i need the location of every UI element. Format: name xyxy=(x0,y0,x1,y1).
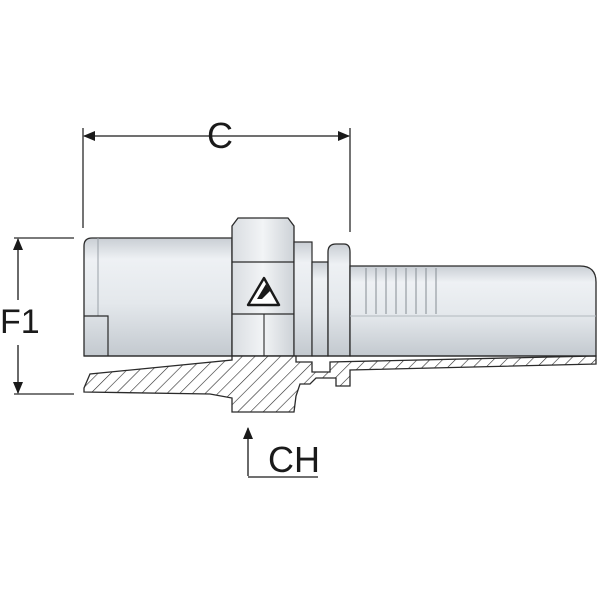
dimension-f1-label: F1 xyxy=(0,303,40,341)
collar-left xyxy=(311,261,329,357)
fitting-body xyxy=(83,217,597,357)
dimension-ch xyxy=(243,427,318,478)
maker-logo-icon xyxy=(246,276,281,307)
dimension-c xyxy=(82,128,351,232)
half-section xyxy=(83,355,597,413)
male-thread-end xyxy=(83,237,233,357)
dimension-ch-label: CH xyxy=(268,439,320,480)
dimension-c-label: C xyxy=(207,115,233,156)
barb-ridges xyxy=(365,268,437,314)
section-hatch xyxy=(83,355,597,413)
collar-ring xyxy=(327,243,351,357)
hose-tail xyxy=(349,265,597,357)
neck xyxy=(293,241,313,357)
dimension-f1 xyxy=(13,237,74,395)
